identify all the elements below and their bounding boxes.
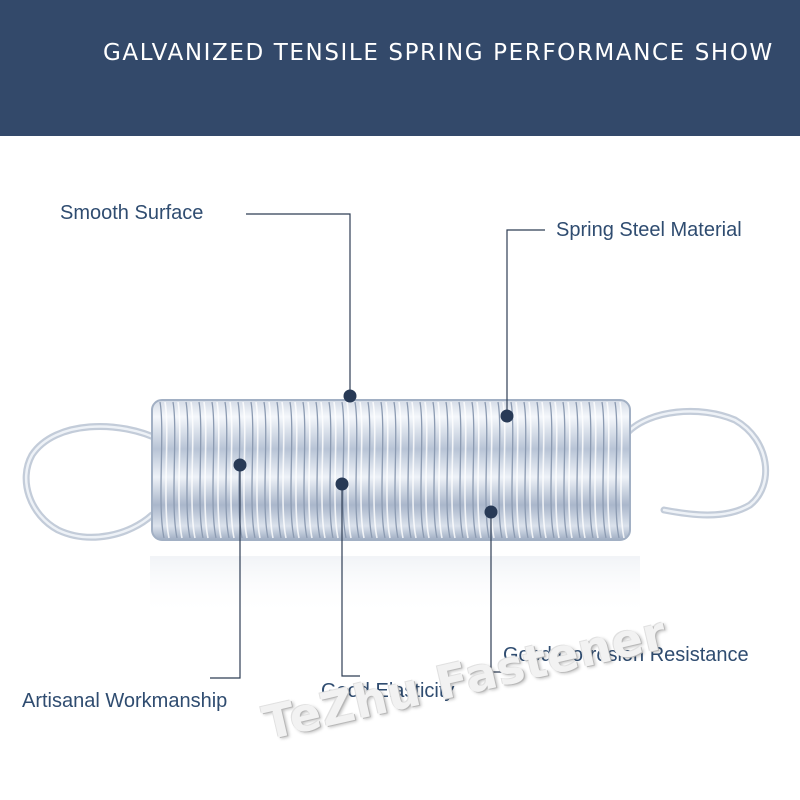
coil-ridge	[536, 401, 542, 539]
label-good-elasticity: Good Elasticity	[321, 680, 455, 702]
coil-ridge	[341, 401, 347, 539]
coil-highlight	[255, 401, 261, 539]
label-good-corrosion-resistance: Good Corrosion Resistance	[503, 644, 749, 666]
coil-ridge	[458, 401, 464, 539]
spring-reflection	[150, 556, 640, 616]
label-artisanal-workmanship: Artisanal Workmanship	[22, 690, 228, 712]
coil-ridge	[211, 401, 217, 539]
coil-highlight	[437, 401, 443, 539]
coil-highlight	[463, 401, 469, 539]
coil-ridge	[601, 401, 607, 539]
coil-highlight	[489, 401, 495, 539]
callout-lines	[210, 213, 545, 679]
coil-highlight	[385, 401, 391, 539]
coil-highlight	[528, 401, 534, 539]
coil-highlight	[164, 401, 170, 539]
coil-highlight	[346, 401, 352, 539]
callout-line-spring-steel	[506, 229, 545, 415]
coil-ridge	[250, 401, 256, 539]
coil-highlight	[177, 401, 183, 539]
coil-ridge	[289, 401, 295, 539]
callout-dot-artisanal	[233, 458, 247, 472]
coil-highlight	[229, 401, 235, 539]
coil-highlight	[567, 401, 573, 539]
coil-ridge	[588, 401, 594, 539]
callout-line-elasticity	[341, 485, 360, 677]
callout-line-artisanal	[210, 465, 241, 679]
coil-highlight	[541, 401, 547, 539]
coil-highlight	[320, 401, 326, 539]
coil-ridge	[432, 401, 438, 539]
coil-highlight	[281, 401, 287, 539]
coil-ridge	[263, 401, 269, 539]
coil-highlight	[424, 401, 430, 539]
coil-highlight	[359, 401, 365, 539]
coil-highlight	[554, 401, 560, 539]
coil-highlight	[398, 401, 404, 539]
coil-ridge	[380, 401, 386, 539]
coil-highlight	[450, 401, 456, 539]
callout-dot-smooth-surface	[343, 389, 357, 403]
coil-ridge	[276, 401, 282, 539]
coil-highlight	[593, 401, 599, 539]
coil-ridge	[575, 401, 581, 539]
spring-body	[151, 399, 631, 541]
coil-ridge	[198, 401, 204, 539]
coil-highlight	[372, 401, 378, 539]
coil-ridge	[523, 401, 529, 539]
callout-line-corrosion	[490, 512, 520, 673]
coil-highlight	[476, 401, 482, 539]
coil-ridge	[172, 401, 178, 539]
page-title: GALVANIZED TENSILE SPRING PERFORMANCE SH…	[103, 40, 774, 66]
coil-highlight	[333, 401, 339, 539]
callout-line-smooth-surface	[246, 213, 351, 395]
coil-ridge	[159, 401, 165, 539]
coil-ridge	[562, 401, 568, 539]
coil-ridge	[367, 401, 373, 539]
label-smooth-surface: Smooth Surface	[60, 202, 204, 224]
callout-dot-elasticity	[335, 477, 349, 491]
callout-dot-corrosion	[484, 505, 498, 519]
coil-ridge	[445, 401, 451, 539]
coil-highlight	[411, 401, 417, 539]
coil-highlight	[216, 401, 222, 539]
coil-highlight	[580, 401, 586, 539]
coil-highlight	[294, 401, 300, 539]
coil-ridge	[471, 401, 477, 539]
coil-highlight	[203, 401, 209, 539]
coil-highlight	[307, 401, 313, 539]
coil-ridge	[328, 401, 334, 539]
header-banner: GALVANIZED TENSILE SPRING PERFORMANCE SH…	[0, 0, 800, 136]
coil-ridge	[354, 401, 360, 539]
coil-highlight	[606, 401, 612, 539]
coil-highlight	[268, 401, 274, 539]
coil-highlight	[190, 401, 196, 539]
coil-highlight	[619, 401, 625, 539]
coil-ridge	[302, 401, 308, 539]
coil-ridge	[393, 401, 399, 539]
coil-ridge	[406, 401, 412, 539]
coil-ridge	[549, 401, 555, 539]
spring-coils	[159, 401, 625, 539]
coil-ridge	[484, 401, 490, 539]
coil-ridge	[497, 401, 503, 539]
label-spring-steel-material: Spring Steel Material	[556, 219, 742, 241]
coil-ridge	[315, 401, 321, 539]
coil-ridge	[185, 401, 191, 539]
coil-highlight	[515, 401, 521, 539]
coil-ridge	[419, 401, 425, 539]
coil-ridge	[224, 401, 230, 539]
coil-ridge	[614, 401, 620, 539]
callout-dots	[233, 389, 514, 519]
callout-dot-spring-steel	[500, 409, 514, 423]
